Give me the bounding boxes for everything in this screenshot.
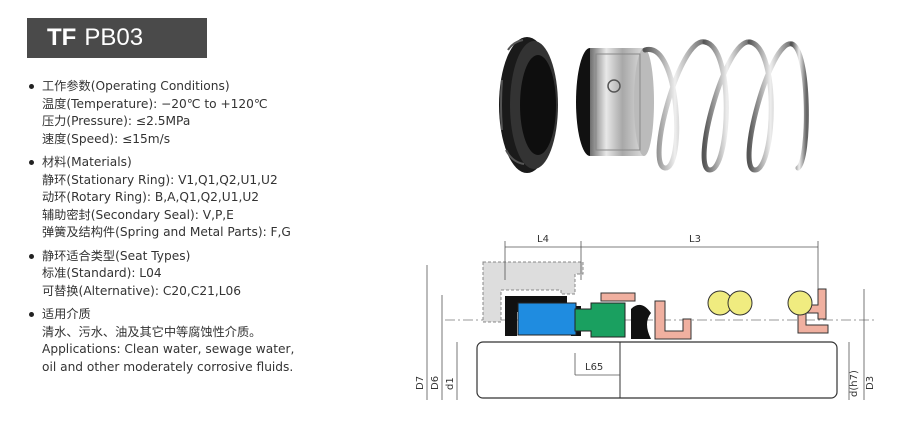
bullet-icon bbox=[29, 253, 34, 259]
spec-line: 动环(Rotary Ring): B,A,Q1,Q2,U1,U2 bbox=[42, 190, 260, 204]
spec-line: oil and other moderately corrosive fluid… bbox=[42, 359, 294, 374]
section-heading: 适用介质 bbox=[42, 307, 91, 321]
spec-line: 清水、污水、油及其它中等腐蚀性介质。 bbox=[42, 324, 262, 339]
section-drawing: L4 L3 L65 D7 D6 d1 d(h7) D3 bbox=[415, 234, 876, 400]
spec-line: 辅助密封(Secondary Seal): V,P,E bbox=[42, 207, 234, 222]
section-heading: 工作参数(Operating Conditions) bbox=[42, 79, 230, 93]
dim-l65: L65 bbox=[585, 362, 603, 373]
section-applications: 适用介质 清水、污水、油及其它中等腐蚀性介质。 Applications: Cl… bbox=[28, 306, 358, 376]
spring-icon bbox=[642, 39, 809, 173]
shaft-icon bbox=[476, 341, 838, 399]
seat-ring-icon bbox=[499, 37, 558, 173]
retainer-icon bbox=[600, 292, 692, 340]
section-heading: 材料(Materials) bbox=[42, 155, 132, 169]
spec-line: 速度(Speed): ≤15m/s bbox=[42, 131, 171, 146]
spec-line: 标准(Standard): L04 bbox=[42, 266, 162, 280]
section-materials: 材料(Materials) 静环(Stationary Ring): V1,Q1… bbox=[28, 154, 358, 242]
spec-line: Applications: Clean water, sewage water, bbox=[42, 342, 295, 356]
dim-d3: D3 bbox=[865, 376, 876, 390]
brand-label: TF bbox=[47, 24, 77, 51]
spec-line: 温度(Temperature): −20℃ to +120℃ bbox=[42, 96, 268, 111]
dim-l4: L4 bbox=[537, 234, 549, 245]
bullet-icon bbox=[29, 160, 34, 165]
dim-dh7: d(h7) bbox=[849, 370, 860, 397]
spec-line: 弹簧及结构件(Spring and Metal Parts): F,G bbox=[42, 225, 291, 239]
product-photo bbox=[499, 37, 809, 173]
seat-face-icon bbox=[517, 302, 577, 336]
model-label: PB03 bbox=[84, 24, 144, 51]
section-heading: 静环适合类型(Seat Types) bbox=[42, 248, 191, 263]
bellows-icon bbox=[631, 304, 651, 339]
spec-line: 静环(Stationary Ring): V1,Q1,Q2,U1,U2 bbox=[42, 172, 278, 187]
rotary-ring-icon bbox=[574, 302, 626, 338]
dim-d7: D7 bbox=[415, 376, 426, 390]
section-seat-types: 静环适合类型(Seat Types) 标准(Standard): L04 可替换… bbox=[28, 248, 358, 301]
dim-d1: d1 bbox=[445, 377, 456, 390]
seal-head-icon bbox=[576, 48, 654, 156]
product-title-box: TF PB03 bbox=[27, 18, 207, 58]
bullet-icon bbox=[29, 84, 34, 89]
dim-d6: D6 bbox=[430, 376, 441, 390]
spec-line: 可替换(Alternative): C20,C21,L06 bbox=[42, 283, 241, 298]
spring-coil-icon bbox=[727, 290, 753, 316]
section-operating-conditions: 工作参数(Operating Conditions) 温度(Temperatur… bbox=[28, 78, 358, 148]
spec-line: 压力(Pressure): ≤2.5MPa bbox=[42, 114, 191, 128]
bullet-icon bbox=[29, 312, 34, 317]
spring-coil-icon bbox=[787, 290, 813, 316]
dim-l3: L3 bbox=[689, 234, 701, 245]
specification-list: 工作参数(Operating Conditions) 温度(Temperatur… bbox=[28, 78, 358, 382]
housing-icon bbox=[482, 261, 584, 323]
